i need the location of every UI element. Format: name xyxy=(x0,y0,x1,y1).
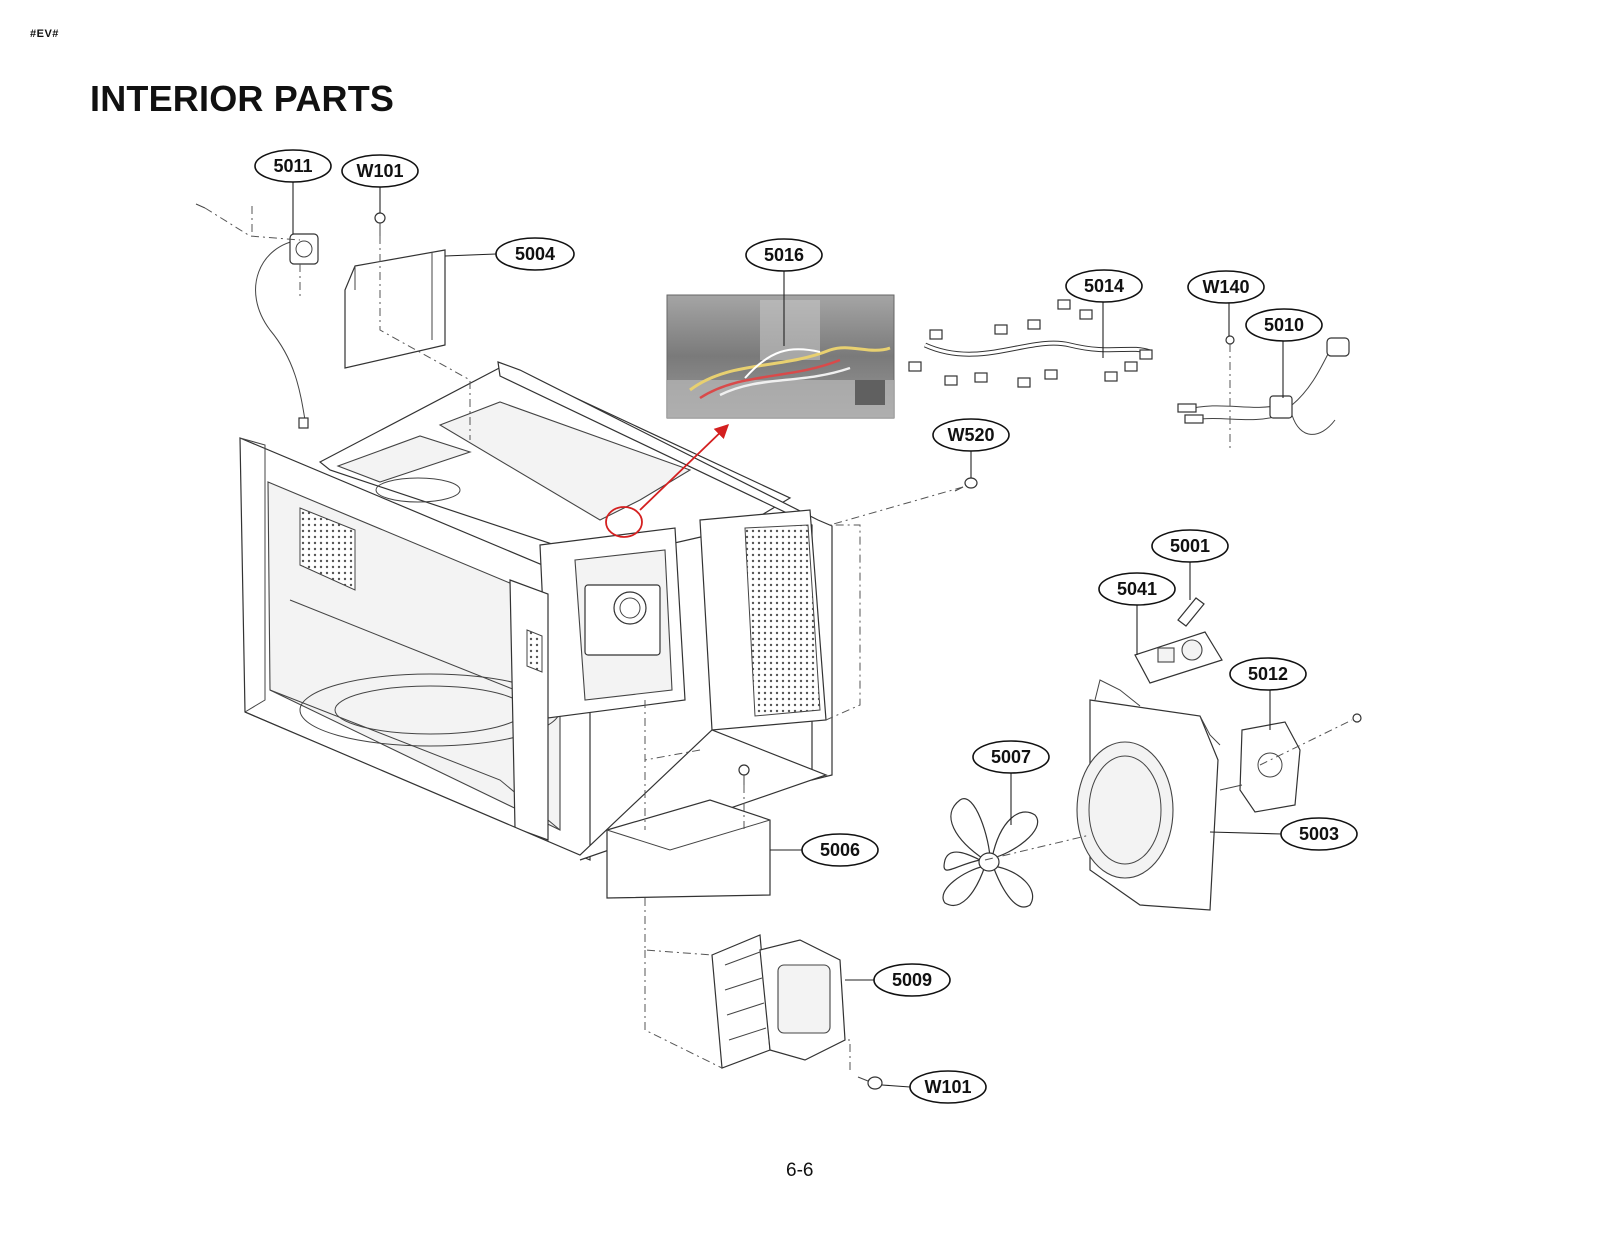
svg-text:W140: W140 xyxy=(1202,277,1249,297)
callout-w140: W140 xyxy=(1187,270,1265,304)
svg-text:5041: 5041 xyxy=(1117,579,1157,599)
callout-w101-bottom: W101 xyxy=(909,1070,987,1104)
screw-w101-bottom xyxy=(857,1076,883,1090)
part-5004-bracket xyxy=(344,249,446,369)
svg-text:W101: W101 xyxy=(356,161,403,181)
page-title: INTERIOR PARTS xyxy=(90,78,395,119)
callout-5012: 5012 xyxy=(1229,657,1307,691)
svg-text:5007: 5007 xyxy=(991,747,1031,767)
leader-lines xyxy=(292,180,1284,1088)
svg-text:5006: 5006 xyxy=(820,840,860,860)
callout-5010: 5010 xyxy=(1245,308,1323,342)
svg-text:5010: 5010 xyxy=(1264,315,1304,335)
callout-5004: 5004 xyxy=(495,237,575,271)
svg-text:W101: W101 xyxy=(924,1077,971,1097)
corner-tag: #EV# xyxy=(30,28,59,40)
part-5014-harness xyxy=(908,299,1153,388)
screw-w140 xyxy=(1225,335,1235,450)
svg-text:5003: 5003 xyxy=(1299,824,1339,844)
part-5011-sensor xyxy=(195,203,319,429)
callout-w101-top: W101 xyxy=(341,154,419,188)
screw-5006 xyxy=(738,764,750,785)
assembly-dashed-lines xyxy=(204,206,1353,1070)
part-5010-cord xyxy=(1177,337,1350,435)
part-5003-duct xyxy=(1076,679,1221,911)
cavity-assembly xyxy=(239,361,833,861)
wiring-photo-inset xyxy=(666,294,895,419)
highlight-circle xyxy=(605,506,643,538)
callout-5016: 5016 xyxy=(745,238,823,272)
svg-text:5001: 5001 xyxy=(1170,536,1210,556)
callout-5007: 5007 xyxy=(972,740,1050,774)
svg-text:5014: 5014 xyxy=(1084,276,1124,296)
svg-text:5009: 5009 xyxy=(892,970,932,990)
screw-w101-top xyxy=(374,212,386,236)
part-5009-magnetron xyxy=(711,934,846,1069)
callout-5041: 5041 xyxy=(1098,572,1176,606)
callout-5001: 5001 xyxy=(1151,529,1229,563)
callout-w520: W520 xyxy=(932,418,1010,452)
callout-5006: 5006 xyxy=(801,833,879,867)
callout-5011: 5011 xyxy=(254,149,332,183)
highlight-arrow xyxy=(639,423,730,511)
svg-text:5004: 5004 xyxy=(515,244,555,264)
callout-5003: 5003 xyxy=(1280,817,1358,851)
part-5007-fan xyxy=(942,798,1039,908)
screw-5012 xyxy=(1352,713,1362,723)
svg-text:W520: W520 xyxy=(947,425,994,445)
svg-text:5012: 5012 xyxy=(1248,664,1288,684)
svg-text:5011: 5011 xyxy=(273,156,312,176)
callout-5009: 5009 xyxy=(873,963,951,997)
part-5006-guide xyxy=(606,799,771,899)
part-5041-board xyxy=(1134,631,1223,684)
screw-w520 xyxy=(954,477,978,492)
callout-5014: 5014 xyxy=(1065,269,1143,303)
part-5001-fuse xyxy=(1177,597,1205,627)
page-number: 6-6 xyxy=(786,1160,814,1181)
part-5012-motor xyxy=(1219,721,1301,813)
svg-text:5016: 5016 xyxy=(764,245,804,265)
